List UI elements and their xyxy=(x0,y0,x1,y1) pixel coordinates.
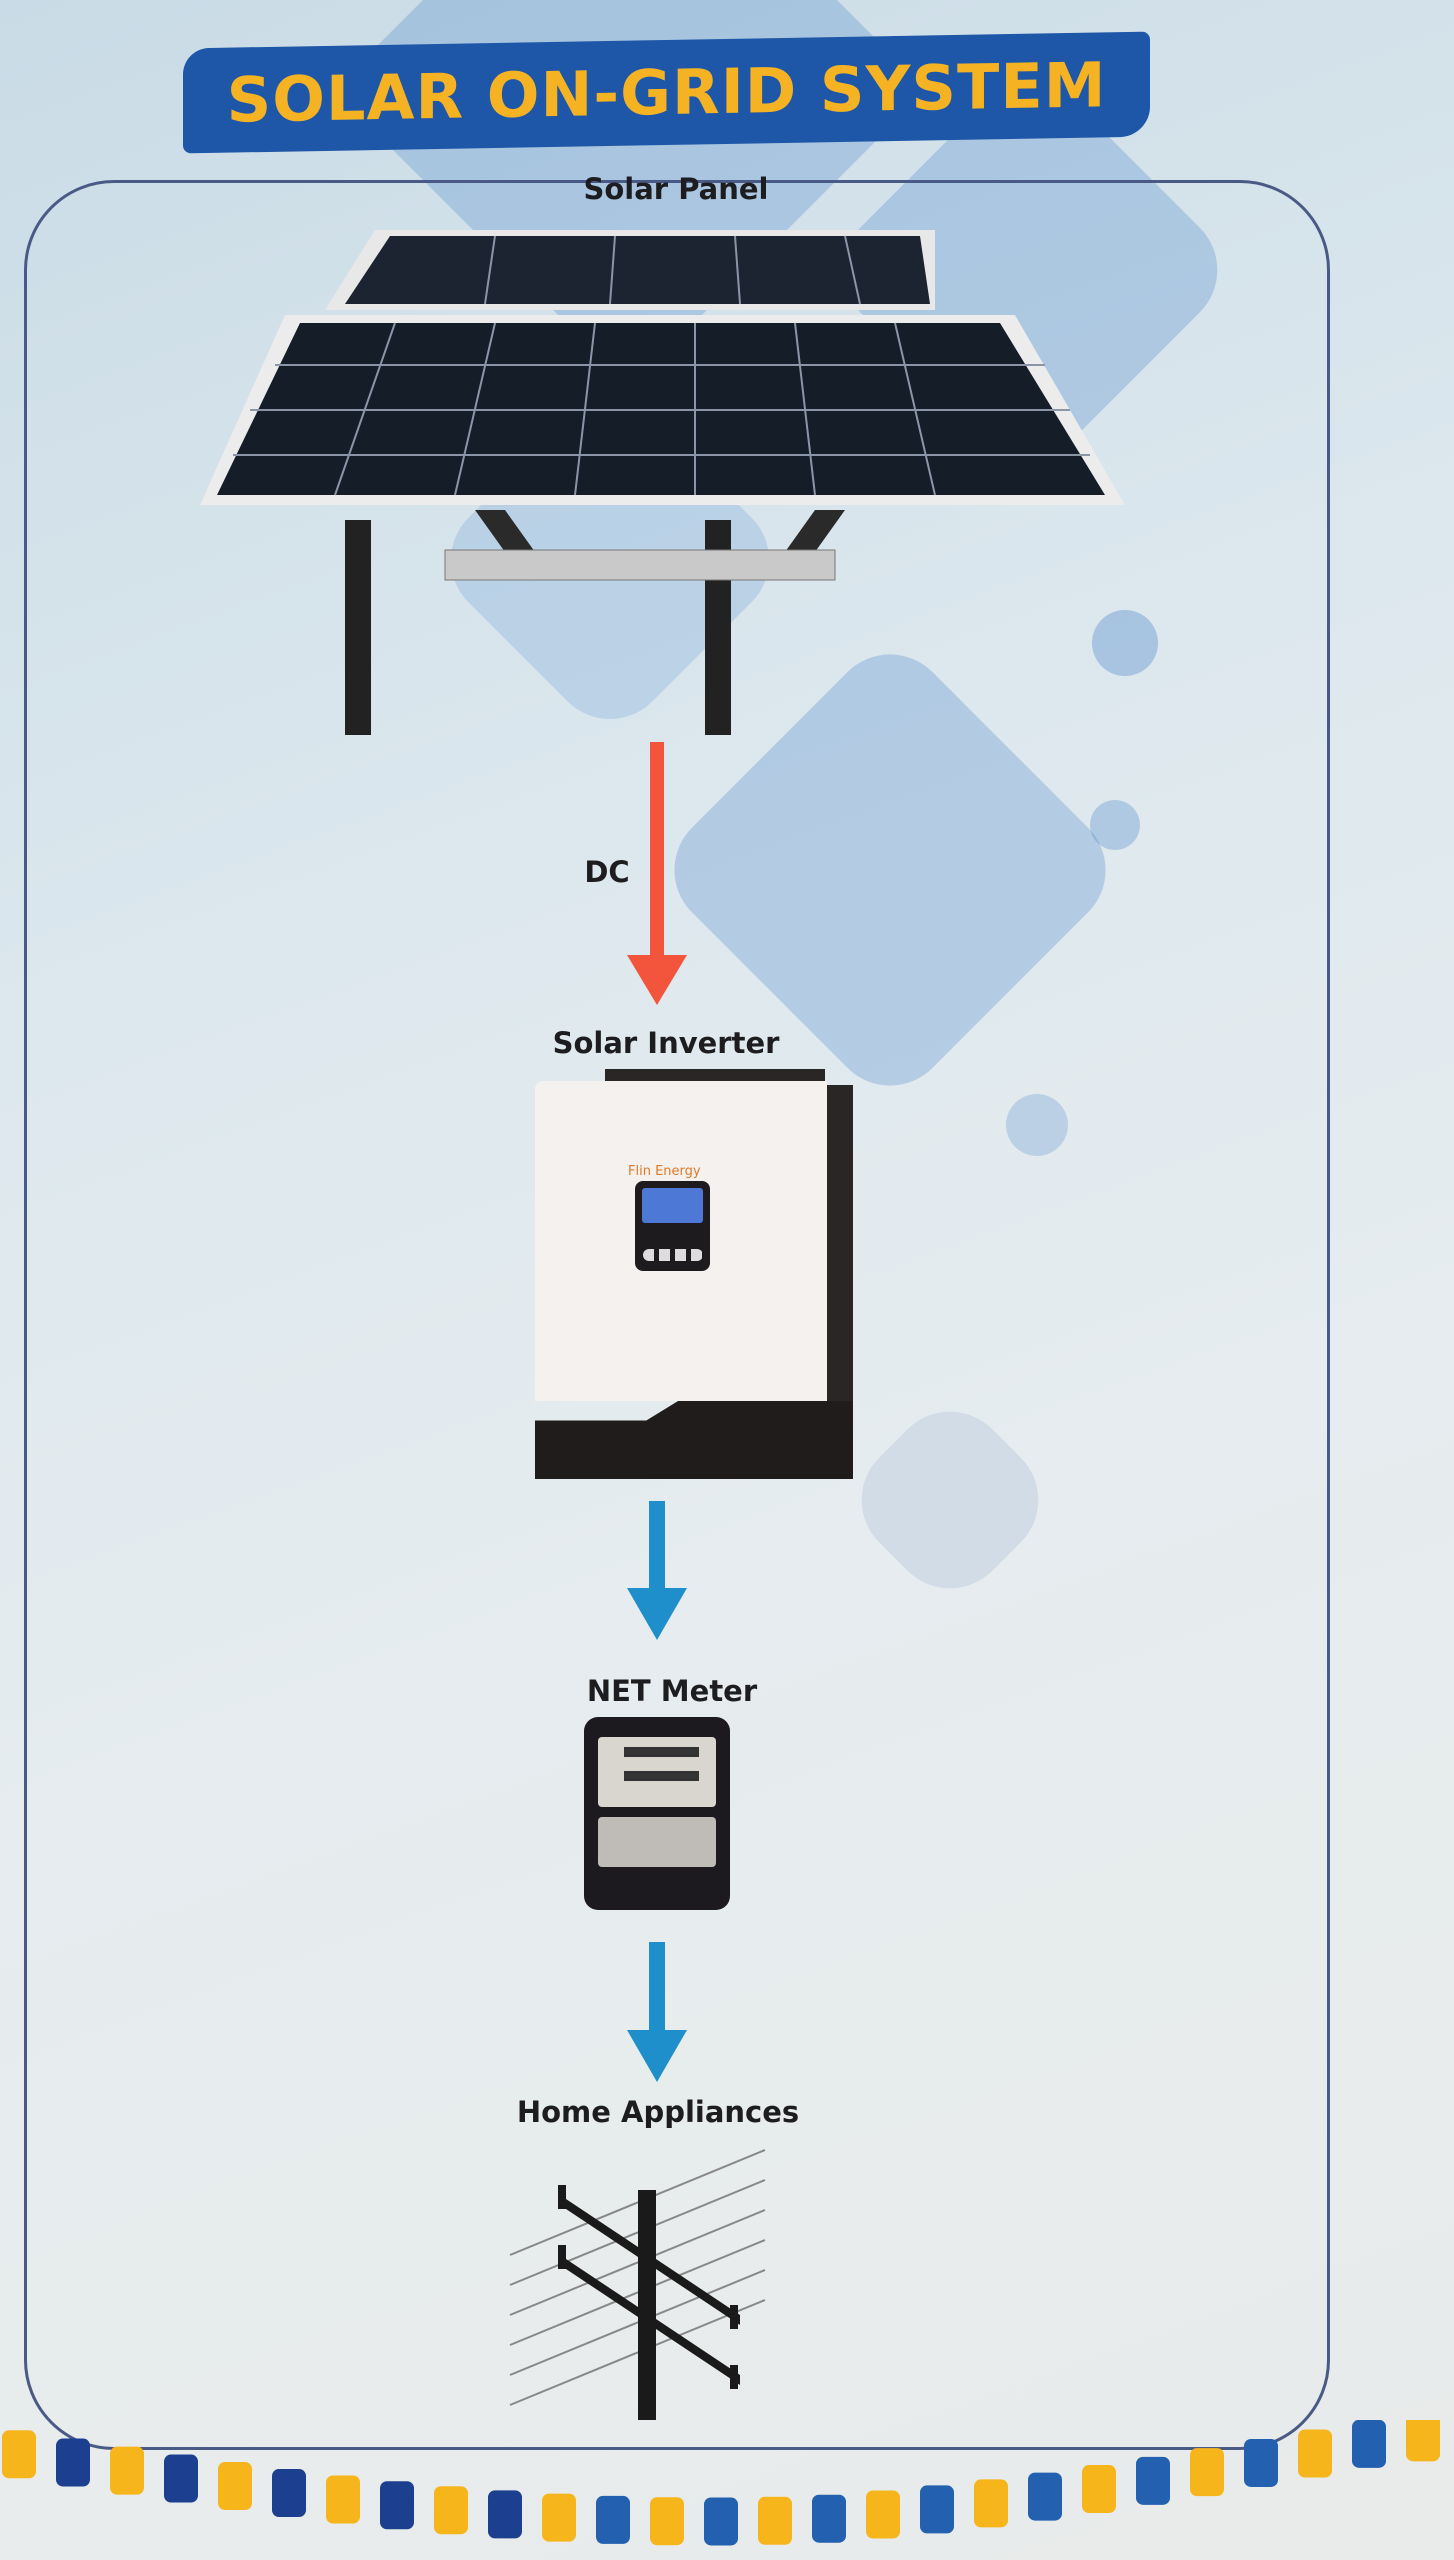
stripe-square xyxy=(164,2454,198,2503)
title-banner: SOLAR ON-GRID SYSTEM xyxy=(183,31,1150,154)
stripe-square xyxy=(2,2430,36,2479)
inverter-image: Flin Energy xyxy=(530,1069,853,1485)
stripe-square xyxy=(1082,2465,1116,2514)
dc-arrow xyxy=(650,742,664,962)
ac-arrow xyxy=(649,1501,665,1593)
stripe-square xyxy=(1298,2429,1332,2478)
solar-panel-icon xyxy=(200,230,1125,735)
stripe-square xyxy=(488,2490,522,2539)
stripe-square xyxy=(1244,2438,1278,2487)
stripe-square xyxy=(110,2446,144,2495)
solar-panel-label: Solar Panel xyxy=(583,172,769,206)
decorative-stripe xyxy=(2,2420,1440,2546)
net-meter-label: NET Meter xyxy=(586,1674,758,1708)
stripe-square xyxy=(1406,2420,1440,2462)
stripe-square xyxy=(596,2495,630,2544)
dc-label: DC xyxy=(584,855,630,889)
diagram-frame xyxy=(24,180,1330,2450)
stripe-square xyxy=(1028,2472,1062,2521)
stripe-square xyxy=(1190,2448,1224,2497)
stripe-square xyxy=(650,2497,684,2546)
stripe-square xyxy=(704,2497,738,2546)
stripe-square xyxy=(812,2494,846,2543)
dc-arrow-head xyxy=(627,955,687,1005)
stripe-square xyxy=(920,2485,954,2534)
net-meter-icon xyxy=(584,1717,730,1910)
ac-arrow-head xyxy=(627,1588,687,1640)
background-dot xyxy=(1006,1094,1068,1156)
stripe-square xyxy=(1136,2456,1170,2505)
stripe-square xyxy=(542,2493,576,2542)
inverter-control-panel xyxy=(635,1181,710,1271)
stripe-square xyxy=(866,2490,900,2539)
solar-inverter-label: Solar Inverter xyxy=(552,1026,780,1060)
ac-arrow-head xyxy=(627,2030,687,2082)
stripe-square xyxy=(974,2479,1008,2528)
stripe-square xyxy=(326,2475,360,2524)
stripe-square xyxy=(272,2469,306,2518)
home-appliances-label: Home Appliances xyxy=(516,2095,800,2129)
background-dot xyxy=(1092,610,1158,676)
stripe-square xyxy=(218,2462,252,2511)
background-dot xyxy=(1090,800,1140,850)
stripe-square xyxy=(56,2438,90,2487)
utility-pole-icon xyxy=(509,2149,766,2420)
ac-arrow xyxy=(649,1942,665,2034)
stripe-square xyxy=(434,2486,468,2535)
stripe-square xyxy=(1352,2420,1386,2468)
page-title: SOLAR ON-GRID SYSTEM xyxy=(226,48,1107,137)
inverter-brand: Flin Energy xyxy=(628,1164,701,1179)
stripe-square xyxy=(380,2481,414,2530)
stripe-square xyxy=(758,2496,792,2545)
